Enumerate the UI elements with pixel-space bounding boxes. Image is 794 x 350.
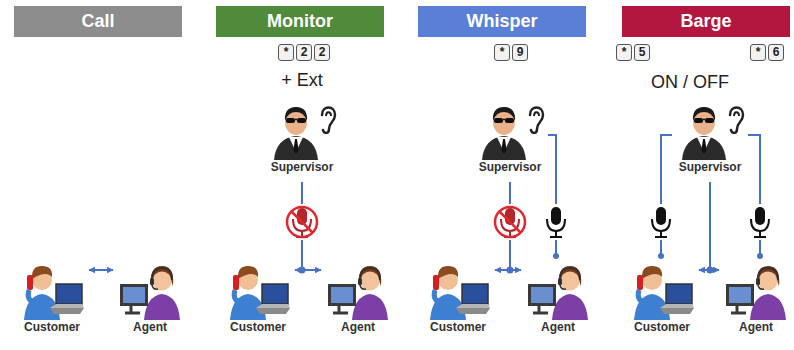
key-label: 2 xyxy=(318,45,326,60)
key-label: * xyxy=(620,45,628,60)
key-label: 6 xyxy=(772,45,780,60)
role-label: Agent xyxy=(115,320,185,334)
mode-title: Barge xyxy=(622,6,790,37)
key-cap: * xyxy=(494,44,510,61)
role-label: Supervisor xyxy=(471,160,549,174)
junction-dot xyxy=(553,253,559,259)
key-label: * xyxy=(498,45,506,60)
mode-header: Monitor xyxy=(216,6,384,37)
mode-header: Whisper xyxy=(418,6,586,37)
role-label: Agent xyxy=(721,320,791,334)
mode-note: ON / OFF xyxy=(651,72,729,93)
supervisor-wire xyxy=(302,135,760,270)
role-label: Agent xyxy=(323,320,393,334)
call-connector xyxy=(89,269,113,271)
key-cap: * xyxy=(278,44,294,61)
key-label: 5 xyxy=(638,45,646,60)
key-cap: 9 xyxy=(512,44,528,61)
supervisor-icon xyxy=(266,100,338,160)
key-label: * xyxy=(754,45,762,60)
agent-figure: Agent xyxy=(115,256,185,334)
key-cap: 5 xyxy=(634,44,650,61)
junction-dot xyxy=(658,253,664,259)
call-connector xyxy=(699,269,719,271)
muted-mic xyxy=(494,204,526,240)
live-mic xyxy=(649,204,673,240)
customer-icon xyxy=(20,256,84,320)
customer-figure: Customer xyxy=(423,256,493,334)
mode-header: Barge xyxy=(622,6,790,37)
key-cap: 2 xyxy=(314,44,330,61)
supervisor-figure: Supervisor xyxy=(671,100,749,174)
customer-icon xyxy=(226,256,290,320)
junction-dot xyxy=(757,253,763,259)
call-connector xyxy=(295,269,321,271)
muted-mic xyxy=(286,204,318,240)
call-connector xyxy=(495,269,521,271)
role-label: Customer xyxy=(423,320,493,334)
key-label: 9 xyxy=(516,45,524,60)
mode-title: Call xyxy=(14,6,182,37)
customer-icon xyxy=(630,256,694,320)
supervisor-icon xyxy=(674,100,746,160)
role-label: Supervisor xyxy=(671,160,749,174)
key-cap: * xyxy=(616,44,632,61)
role-label: Customer xyxy=(223,320,293,334)
supervisor-wire xyxy=(709,182,711,270)
role-label: Customer xyxy=(627,320,697,334)
agent-icon xyxy=(724,256,788,320)
agent-icon xyxy=(526,256,590,320)
key-cap: 2 xyxy=(296,44,312,61)
mode-header: Call xyxy=(14,6,182,37)
customer-figure: Customer xyxy=(17,256,87,334)
mode-title: Whisper xyxy=(418,6,586,37)
agent-figure: Agent xyxy=(721,256,791,334)
key-label: 2 xyxy=(300,45,308,60)
agent-figure: Agent xyxy=(523,256,593,334)
customer-icon xyxy=(426,256,490,320)
key-cap: 6 xyxy=(768,44,784,61)
customer-figure: Customer xyxy=(627,256,697,334)
agent-icon xyxy=(326,256,390,320)
agent-figure: Agent xyxy=(323,256,393,334)
key-label: * xyxy=(282,45,290,60)
mode-note: + Ext xyxy=(281,70,323,91)
supervisor-figure: Supervisor xyxy=(263,100,341,174)
supervisor-icon xyxy=(474,100,546,160)
role-label: Agent xyxy=(523,320,593,334)
role-label: Supervisor xyxy=(263,160,341,174)
mode-title: Monitor xyxy=(216,6,384,37)
live-mic xyxy=(544,204,568,240)
customer-figure: Customer xyxy=(223,256,293,334)
live-mic xyxy=(748,204,772,240)
key-cap: * xyxy=(750,44,766,61)
agent-icon xyxy=(118,256,182,320)
role-label: Customer xyxy=(17,320,87,334)
supervisor-figure: Supervisor xyxy=(471,100,549,174)
